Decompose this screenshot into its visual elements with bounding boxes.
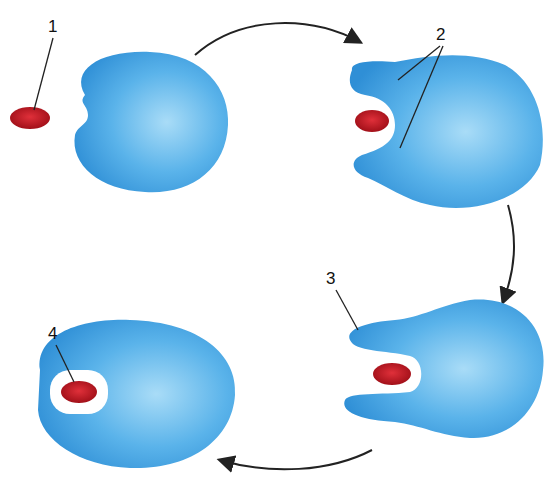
particle: [373, 363, 411, 385]
leader-line: [56, 345, 74, 382]
cycle-arrow: [220, 450, 372, 469]
particle: [355, 110, 389, 132]
phagocyte-cell: [350, 55, 543, 208]
callout-number: 4: [48, 325, 57, 342]
leader-line: [398, 46, 440, 80]
cycle-arrow: [503, 205, 514, 302]
callout-number: 2: [436, 26, 445, 43]
particle: [10, 107, 50, 129]
leader-line: [336, 290, 358, 330]
cycle-arrow: [195, 23, 360, 55]
phagocyte-cell: [38, 320, 235, 468]
leader-line: [34, 38, 53, 110]
phagocyte-cell: [344, 300, 543, 439]
phagosome: [50, 370, 108, 414]
particle: [61, 381, 97, 403]
callout-number: 1: [48, 18, 57, 35]
callout-number: 3: [326, 270, 335, 287]
phagocyte-cell: [74, 52, 228, 192]
leader-line: [400, 46, 443, 148]
